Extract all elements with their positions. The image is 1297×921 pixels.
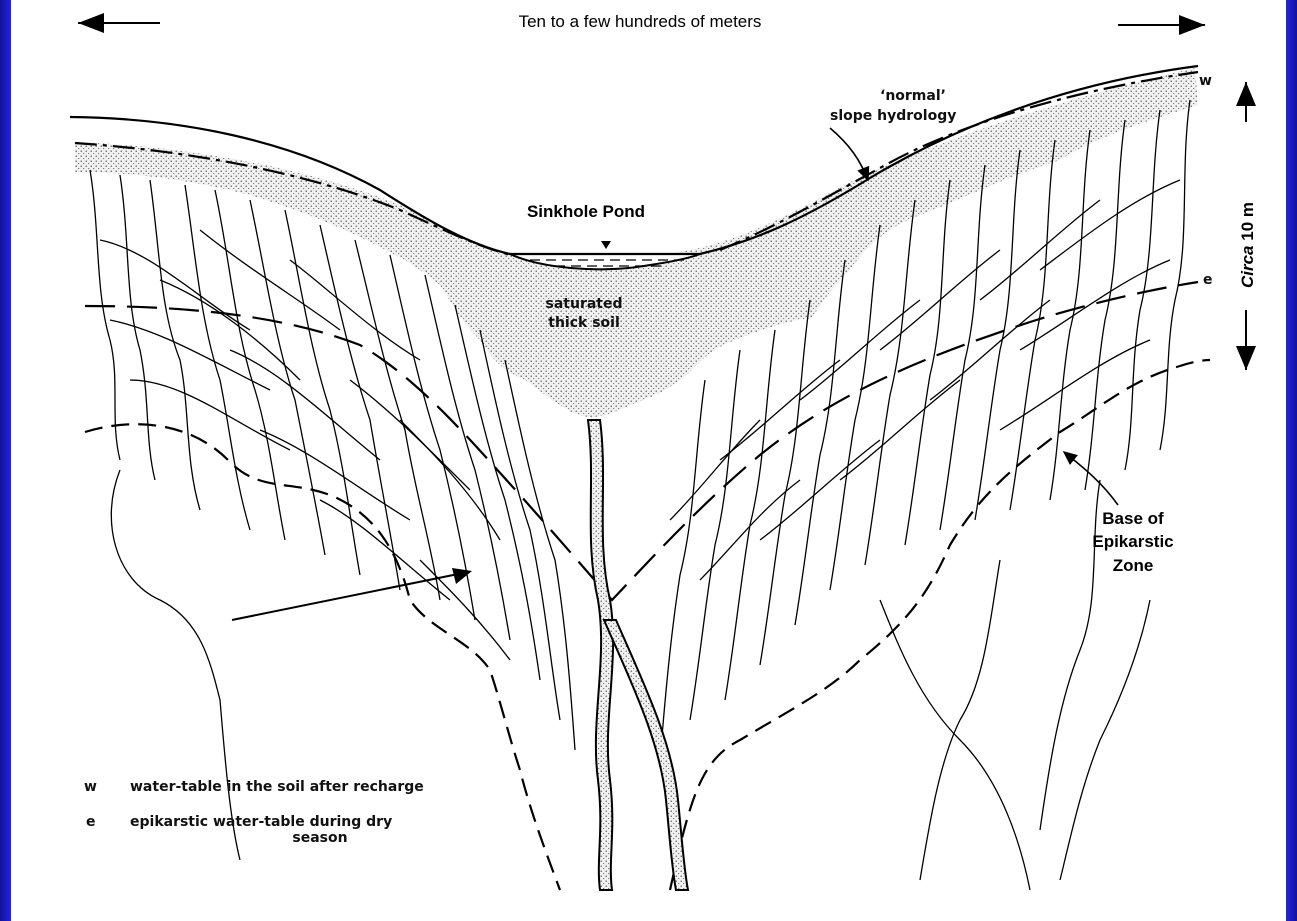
normal-slope-hydrology-leader [830, 128, 868, 180]
soil-cover [75, 68, 1198, 417]
legend: w water-table in the soil after recharge… [84, 779, 424, 846]
legend-w-key: w [84, 779, 97, 795]
zone-label: Zone [1113, 556, 1154, 575]
legend-w-text: water-table in the soil after recharge [130, 779, 424, 795]
saturated-label: saturated [546, 296, 623, 312]
legend-e-text-line1: epikarstic water-table during dry [130, 814, 392, 830]
thick-soil-label: thick soil [548, 315, 620, 331]
epikarst-base-line [85, 360, 1210, 890]
epikarst-base-leader [1064, 452, 1118, 505]
legend-e-text-line2: season [292, 830, 347, 846]
slope-hydrology-label: slope hydrology [830, 108, 956, 124]
base-of-label: Base of [1102, 509, 1164, 528]
legend-e-key: e [86, 814, 96, 830]
epikarst-zone-pointer-arrow [232, 572, 468, 620]
w-marker-label: w [1199, 73, 1212, 89]
epikarst-zone-pointer-arrowhead [452, 568, 472, 584]
vertical-scale-label: Circa 10 m [1238, 202, 1257, 288]
e-marker-label: e [1203, 272, 1213, 288]
sinkhole-pond-label: Sinkhole Pond [527, 202, 645, 221]
central-conduit [588, 420, 688, 890]
horizontal-scale-label: Ten to a few hundreds of meters [519, 12, 762, 31]
normal-label: ‘normal’ [880, 88, 946, 104]
epikarstic-label: Epikarstic [1092, 532, 1173, 551]
